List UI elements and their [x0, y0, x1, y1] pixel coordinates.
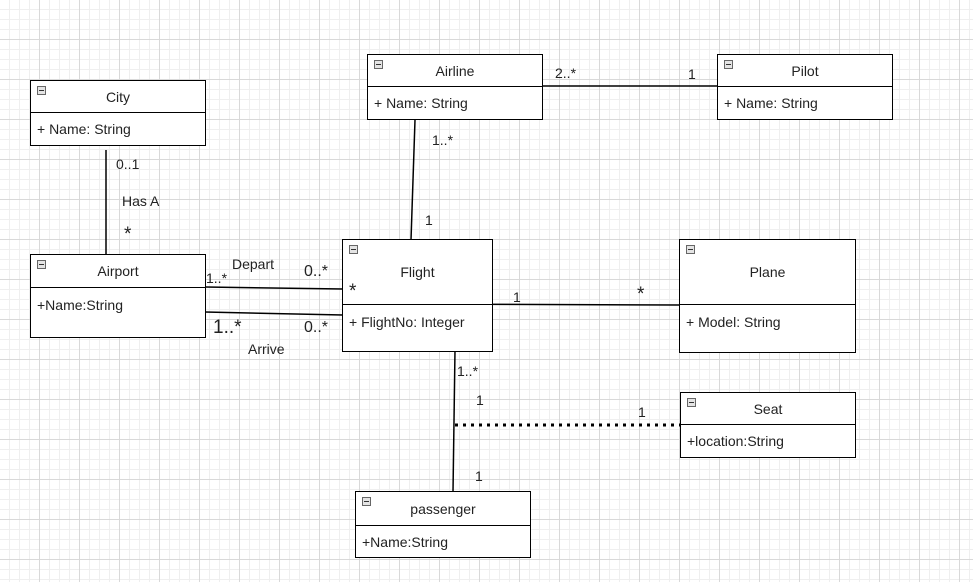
- association-name-label: Has A: [122, 193, 160, 209]
- class-header[interactable]: passenger: [356, 492, 530, 526]
- class-header[interactable]: Flight: [343, 240, 492, 305]
- association-name-label: Depart: [232, 256, 275, 272]
- multiplicity-label: 2..*: [555, 65, 577, 81]
- association-name-label: Arrive: [248, 341, 285, 357]
- class-attribute: +Name:String: [37, 297, 123, 313]
- class-header[interactable]: Pilot: [718, 55, 892, 87]
- class-header[interactable]: Seat: [681, 393, 855, 425]
- collapse-icon[interactable]: [362, 497, 371, 506]
- multiplicity-label: 1..*: [206, 270, 228, 286]
- multiplicity-label: 1: [476, 392, 484, 408]
- multiplicity-label: 0..*: [304, 263, 329, 280]
- class-name: Pilot: [791, 62, 819, 79]
- multiplicity-label: 0..1: [116, 156, 140, 172]
- collapse-icon[interactable]: [37, 260, 46, 269]
- class-airport[interactable]: Airport +Name:String: [30, 254, 206, 338]
- multiplicity-label: 1: [638, 404, 646, 420]
- multiplicity-label: *: [124, 224, 132, 245]
- multiplicity-label: *: [637, 284, 645, 305]
- class-name: Plane: [749, 264, 786, 280]
- class-flight[interactable]: Flight + FlightNo: Integer: [342, 239, 493, 352]
- collapse-icon[interactable]: [374, 60, 383, 69]
- multiplicity-label: 1: [425, 212, 433, 228]
- class-city[interactable]: City + Name: String: [30, 80, 206, 146]
- multiplicity-label: 1: [688, 66, 696, 82]
- class-header[interactable]: Plane: [680, 240, 855, 305]
- collapse-icon[interactable]: [687, 398, 696, 407]
- collapse-icon[interactable]: [724, 60, 733, 69]
- class-header[interactable]: Airport: [31, 255, 205, 288]
- class-pilot[interactable]: Pilot + Name: String: [717, 54, 893, 120]
- collapse-icon[interactable]: [37, 86, 46, 95]
- class-header[interactable]: Airline: [368, 55, 542, 87]
- class-attribute: + Model: String: [686, 314, 781, 330]
- class-name: Airport: [97, 263, 139, 279]
- class-name: Flight: [400, 264, 435, 280]
- class-seat[interactable]: Seat +location:String: [680, 392, 856, 458]
- class-name: Airline: [435, 62, 475, 79]
- class-attribute: +Name:String: [362, 534, 448, 550]
- class-attribute: + Name: String: [374, 95, 468, 111]
- class-attribute: +location:String: [687, 433, 784, 449]
- multiplicity-label: 1..*: [457, 363, 479, 379]
- collapse-icon[interactable]: [686, 245, 695, 254]
- class-attribute: + Name: String: [724, 95, 818, 111]
- class-airline[interactable]: Airline + Name: String: [367, 54, 543, 120]
- multiplicity-label: *: [349, 281, 357, 302]
- class-passenger[interactable]: passenger +Name:String: [355, 491, 531, 558]
- multiplicity-label: 1..*: [213, 317, 242, 338]
- class-header[interactable]: City: [31, 81, 205, 113]
- class-name: passenger: [410, 500, 476, 517]
- multiplicity-label: 1: [513, 289, 521, 305]
- class-name: City: [105, 88, 131, 105]
- airline-flight-link[interactable]: [410, 119, 416, 241]
- class-attribute: + FlightNo: Integer: [349, 314, 465, 330]
- depart-link[interactable]: [204, 286, 344, 290]
- flight-passenger-link[interactable]: [452, 349, 456, 493]
- class-attribute: + Name: String: [37, 121, 131, 137]
- multiplicity-label: 0..*: [304, 319, 329, 336]
- collapse-icon[interactable]: [349, 245, 358, 254]
- class-plane[interactable]: Plane + Model: String: [679, 239, 856, 353]
- class-name: Seat: [753, 400, 783, 417]
- multiplicity-label: 1: [475, 468, 483, 484]
- arrive-link[interactable]: [204, 311, 344, 316]
- multiplicity-label: 1..*: [432, 132, 454, 148]
